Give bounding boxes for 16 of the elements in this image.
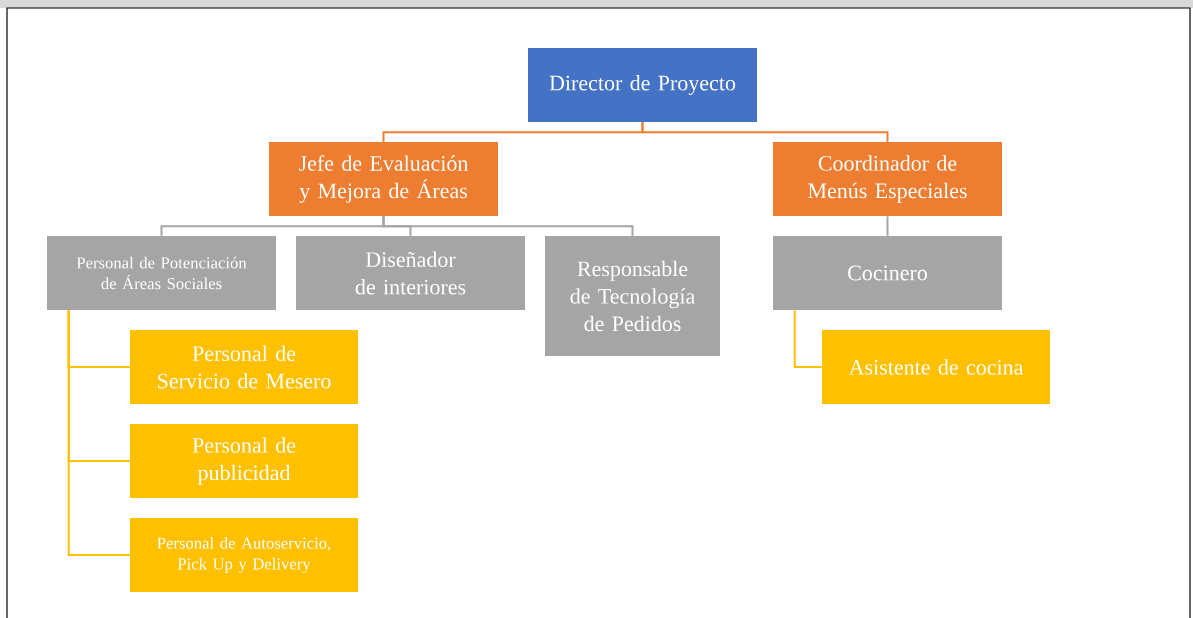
staff-box: Diseñador de interiores (296, 236, 525, 310)
director-box: Director de Proyecto (528, 48, 757, 122)
assistant-box: Personal de Servicio de Mesero (130, 330, 358, 404)
connector-line (793, 309, 823, 368)
connector-line (67, 309, 131, 556)
staff-box: Cocinero (773, 236, 1002, 310)
staff-box: Responsable de Tecnología de Pedidos (545, 236, 720, 356)
connector-line (886, 215, 889, 237)
connector-line (382, 215, 634, 237)
assistant-box: Asistente de cocina (822, 330, 1050, 404)
connector-line (641, 121, 889, 143)
assistant-box: Personal de Autoservicio, Pick Up y Delivery (130, 518, 358, 592)
staff-box: Personal de Potenciación de Áreas Sociales (47, 236, 276, 310)
assistant-box: Personal de publicidad (130, 424, 358, 498)
manager-box: Jefe de Evaluación y Mejora de Áreas (269, 142, 498, 216)
manager-box: Coordinador de Menús Especiales (773, 142, 1002, 216)
